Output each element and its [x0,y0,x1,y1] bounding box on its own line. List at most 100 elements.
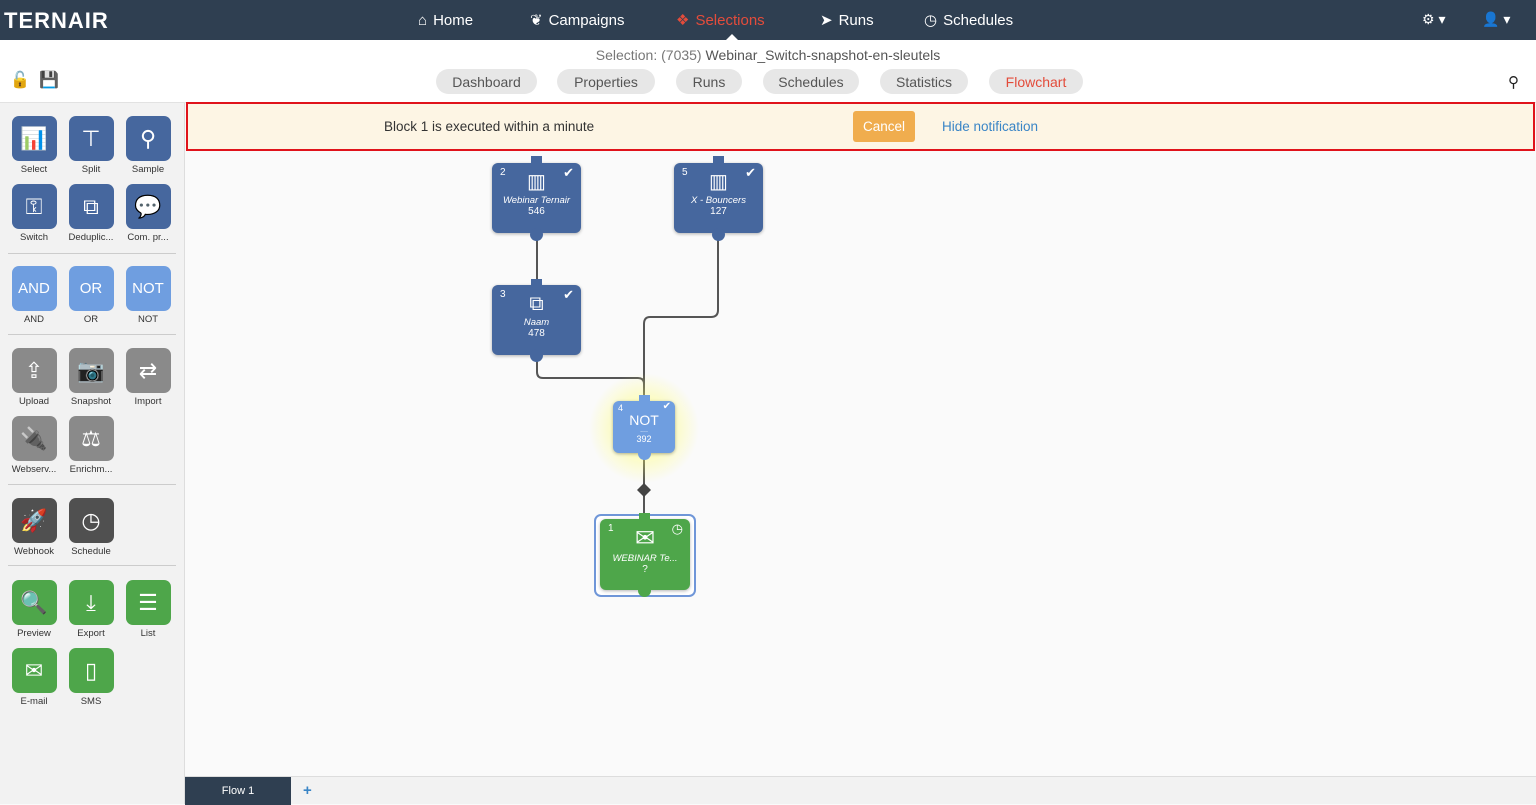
input-port[interactable] [639,395,650,403]
tab-dashboard[interactable]: Dashboard [436,69,537,94]
search-icon[interactable]: ⚲ [1508,74,1519,91]
nav-schedules[interactable]: ◷Schedules [924,11,1014,30]
tool-split[interactable]: ⊤Split [63,116,119,175]
logic-or-icon: OR [68,266,114,311]
tool-list[interactable]: ☰List [120,580,176,639]
hide-notification-link[interactable]: Hide notification [942,119,1039,134]
add-flow-button[interactable]: + [303,782,312,799]
active-nav-pointer [726,34,738,40]
envelope-icon: ✉ [634,525,656,552]
input-port[interactable] [531,156,542,164]
divider [8,334,176,335]
rocket-icon: 🚀 [11,498,57,543]
comments-icon: 💬 [125,184,171,229]
tool-sms[interactable]: ▯SMS [63,648,119,707]
balance-icon: ⚖ [68,416,114,461]
check-icon: ✔ [563,165,574,180]
connector-diamond [637,483,651,497]
caret-down-icon: ▾ [1438,11,1446,27]
nav-campaigns[interactable]: ❦Campaigns [530,11,625,30]
cancel-button[interactable]: Cancel [853,111,915,142]
flow-tab-1[interactable]: Flow 1 [185,777,291,805]
gear-icon: ⚙ [1422,11,1435,27]
output-port[interactable] [530,228,543,241]
tab-properties[interactable]: Properties [557,69,655,94]
tool-deduplic[interactable]: ⧉Deduplic... [63,184,119,243]
tool-sample[interactable]: ⚲Sample [120,116,176,175]
tool-snapshot[interactable]: 📷Snapshot [63,348,119,407]
list-icon: ☰ [125,580,171,625]
tab-flowchart[interactable]: Flowchart [989,69,1083,94]
clock-icon: ◷ [924,12,938,29]
divider [8,565,176,566]
sample-icon: ⚲ [125,116,171,161]
tab-statistics[interactable]: Statistics [880,69,968,94]
flow-node-4[interactable]: 4✔ NOT .... 392 [613,401,675,453]
tab-schedules[interactable]: Schedules [763,69,859,94]
settings-menu[interactable]: ⚙ ▾ [1422,11,1445,28]
bar-chart-icon: ▥ [709,171,728,193]
download-icon: ⤓ [68,580,114,625]
tool-switch[interactable]: ⚿Switch [6,184,62,243]
tool-export[interactable]: ⤓Export [63,580,119,639]
bar-chart-icon: ▥ [527,171,546,193]
envelope-icon: ✉ [11,648,57,693]
tool-webserv[interactable]: 🔌Webserv... [6,416,62,475]
save-icon[interactable]: 💾 [39,72,59,89]
tab-runs[interactable]: Runs [676,69,742,94]
tool-enrichm[interactable]: ⚖Enrichm... [63,416,119,475]
divider [8,253,176,254]
nav-home[interactable]: ⌂Home [418,11,474,29]
input-port[interactable] [531,279,542,287]
flow-node-1[interactable]: 1◷ ✉ WEBINAR Te...? [600,519,690,590]
notification-bar: Block 1 is executed within a minute Canc… [186,102,1535,151]
nav-selections[interactable]: ❖Selections [676,11,765,30]
tool-webhook[interactable]: 🚀Webhook [6,498,62,557]
key-icon: ⚿ [11,184,57,229]
plug-icon: 🔌 [11,416,57,461]
notification-message: Block 1 is executed within a minute [384,119,595,134]
tool-import[interactable]: ⇄Import [120,348,176,407]
tool-schedule[interactable]: ◷Schedule [63,498,119,557]
check-icon: ✔ [662,401,671,412]
user-menu[interactable]: 👤 ▾ [1482,11,1510,28]
upload-icon: ⇪ [11,348,57,393]
tool-com-pr[interactable]: 💬Com. pr... [120,184,176,243]
copy-icon: ⧉ [68,184,114,229]
paper-plane-icon: ➤ [820,12,833,29]
tool-select[interactable]: 📊Select [6,116,62,175]
camera-icon: 📷 [68,348,114,393]
output-port[interactable] [638,447,651,460]
logic-and-icon: AND [11,266,57,311]
nav-runs[interactable]: ➤Runs [820,11,874,30]
caret-down-icon: ▾ [1503,11,1511,27]
input-port[interactable] [639,513,650,521]
output-port[interactable] [712,228,725,241]
mobile-icon: ▯ [68,648,114,693]
output-port[interactable] [530,349,543,362]
search-icon: 🔍 [11,580,57,625]
divider [8,484,176,485]
output-port[interactable] [638,584,651,597]
tool-e-mail[interactable]: ✉E-mail [6,648,62,707]
user-icon: 👤 [1482,11,1500,27]
clock-icon: ◷ [671,521,683,536]
ternair-logo[interactable]: TERNAIR [4,8,109,33]
logic-not-icon: NOT [125,266,171,311]
sitemap-icon: ⊤ [68,116,114,161]
connector-5-4 [643,235,719,400]
unlock-icon[interactable]: 🔓 [10,72,30,89]
selection-title: Selection: (7035) Webinar_Switch-snapsho… [595,47,941,63]
flow-tab-bar: Flow 1 + [185,776,1536,805]
tool-preview[interactable]: 🔍Preview [6,580,62,639]
bar-chart-icon: 📊 [11,116,57,161]
input-port[interactable] [713,156,724,164]
tool-upload[interactable]: ⇪Upload [6,348,62,407]
